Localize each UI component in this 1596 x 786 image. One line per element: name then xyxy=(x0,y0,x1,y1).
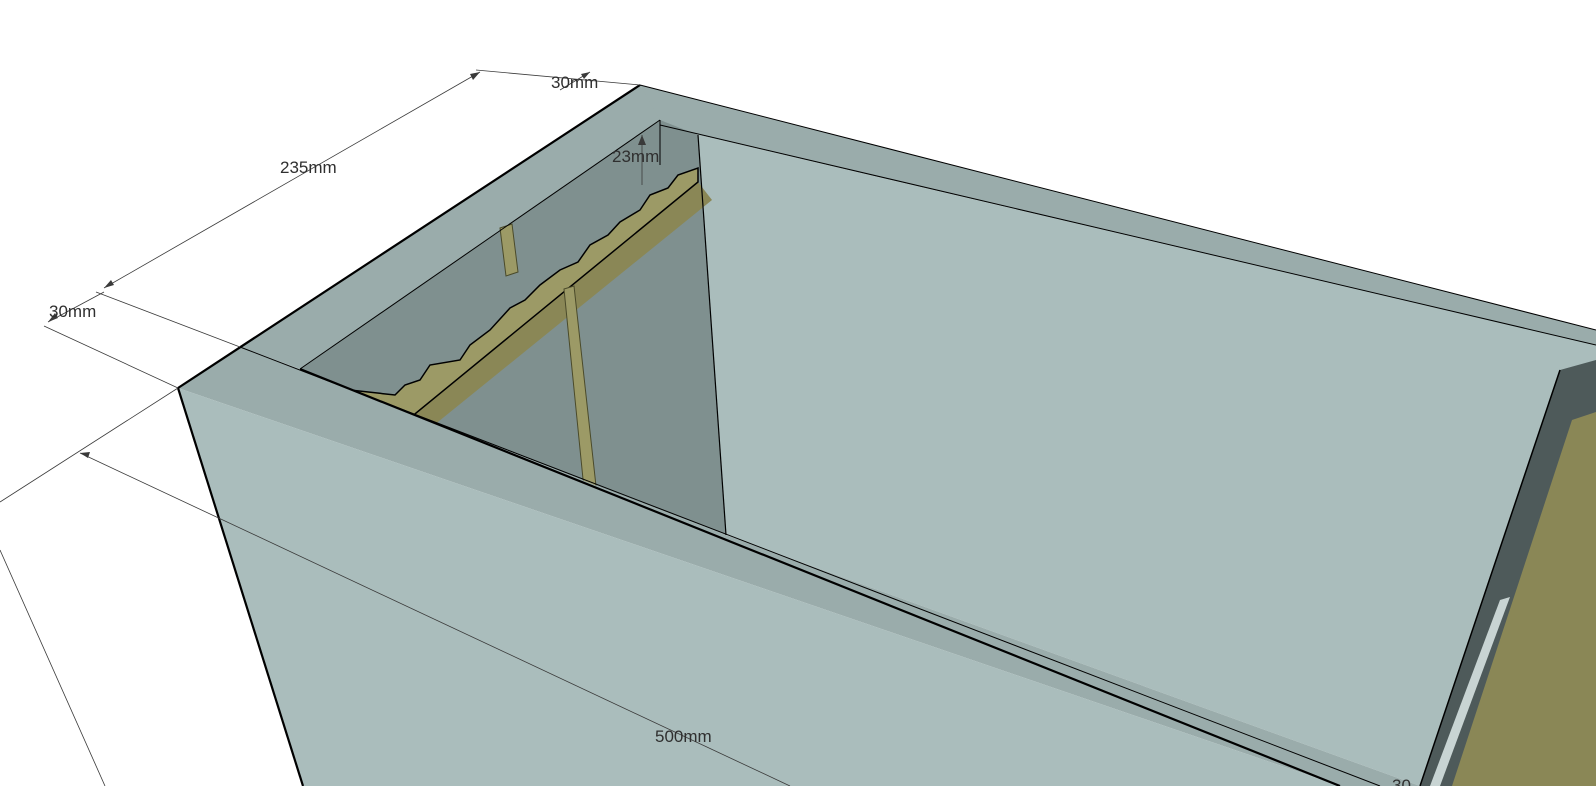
arrow-235-bottom xyxy=(104,280,114,288)
dim-label-far-fragment: 30 xyxy=(1392,776,1411,786)
frame-spacer-castellated xyxy=(349,166,699,419)
right-end-wall-light-strip xyxy=(1430,597,1510,786)
arrow-235-top xyxy=(470,72,480,80)
arrow-23 xyxy=(638,135,646,145)
arrow-30-top xyxy=(581,72,590,79)
dim-label-side-wall-thickness: 30mm xyxy=(49,302,96,321)
front-wall-outer-face xyxy=(178,388,1340,786)
dim-label-rebate-depth: 23mm xyxy=(612,147,659,166)
front-wall-top-face xyxy=(178,347,1420,786)
arrow-500 xyxy=(80,452,90,458)
back-wall-top-face xyxy=(240,85,660,369)
arrow-30-left xyxy=(48,313,58,322)
far-wall-inner-face xyxy=(698,135,1596,786)
dimension-arrows xyxy=(48,72,646,458)
frame-rest-rail xyxy=(410,182,712,430)
dimension-lines xyxy=(0,69,791,786)
far-wall-top-face xyxy=(640,85,1596,345)
dim-label-inner-width: 235mm xyxy=(280,158,337,177)
dim-label-length: 500mm xyxy=(655,727,712,746)
model-edges xyxy=(176,84,1596,786)
right-end-wood-panel xyxy=(1452,412,1596,786)
dim-label-end-wall-thickness: 30mm xyxy=(551,73,598,92)
